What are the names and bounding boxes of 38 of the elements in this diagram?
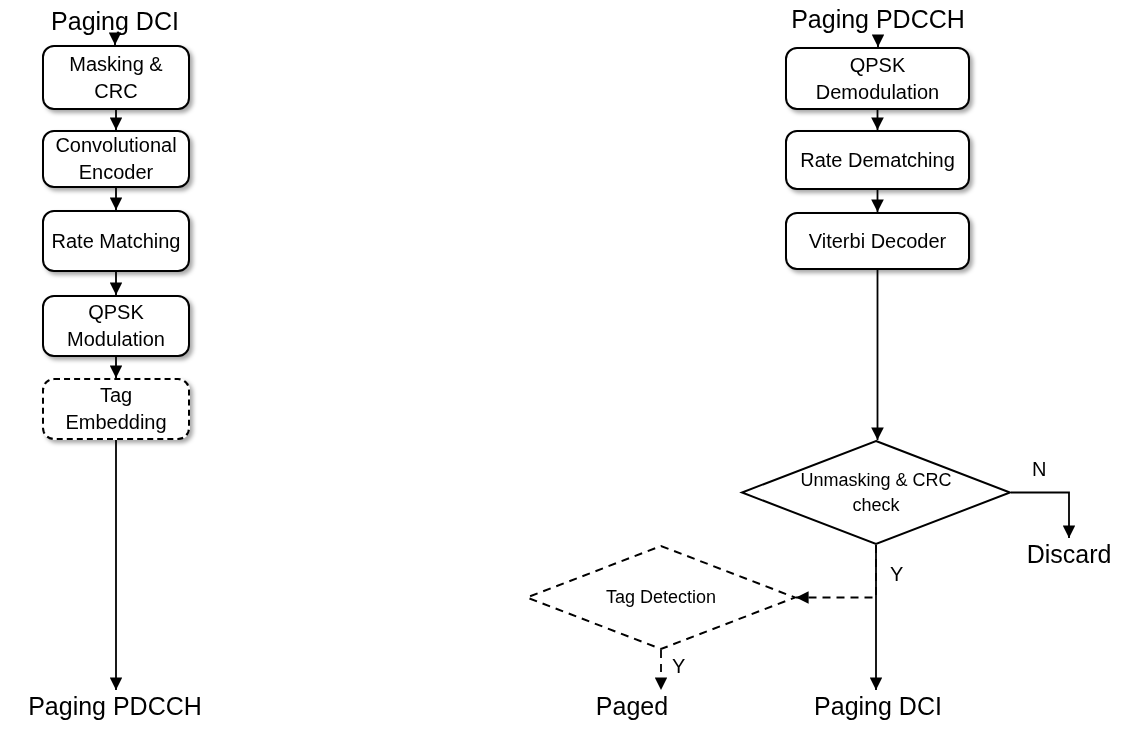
- step-label: Tag Detection: [605, 586, 717, 610]
- decision-diamond: [741, 440, 1011, 545]
- step-label: QPSK Modulation: [66, 300, 166, 352]
- arrow: [654, 649, 668, 691]
- step-label: Masking & CRC: [68, 51, 164, 104]
- flow-label: Paging PDCCH: [773, 3, 983, 35]
- arrow: [795, 544, 877, 604]
- flow-label: Paging DCI: [808, 690, 948, 722]
- decision-diamond: [526, 545, 796, 650]
- arrow: [109, 271, 123, 296]
- arrow: [109, 187, 123, 211]
- arrow: [109, 356, 123, 379]
- process-box: [785, 47, 970, 110]
- step-label: Viterbi Decoder: [808, 228, 947, 254]
- process-box: [785, 212, 970, 270]
- step-label: Convolutional Encoder: [54, 133, 178, 185]
- arrow: [871, 109, 884, 131]
- step-label: Rate Dematching: [800, 147, 955, 173]
- arrow: [109, 109, 123, 131]
- arrow: [871, 34, 885, 48]
- process-box: [42, 45, 190, 110]
- arrow: [871, 269, 884, 441]
- arrow: [871, 189, 884, 213]
- arrow: [1010, 491, 1076, 539]
- flow-label: Paging DCI: [45, 5, 185, 37]
- step-label: Unmasking & CRC check: [799, 469, 953, 517]
- flow-label: Paging PDCCH: [10, 690, 220, 722]
- process-box: [42, 210, 190, 272]
- step-label: QPSK Demodulation: [814, 52, 941, 105]
- step-label: Rate Matching: [51, 228, 181, 254]
- process-box: [785, 130, 970, 190]
- process-box: [42, 295, 190, 357]
- process-box: [42, 130, 190, 188]
- arrow: [109, 439, 123, 691]
- flow-label: Discard: [1018, 538, 1120, 570]
- process-box: [42, 378, 190, 440]
- arrow: [108, 32, 122, 46]
- step-label: Tag Embedding: [64, 383, 168, 435]
